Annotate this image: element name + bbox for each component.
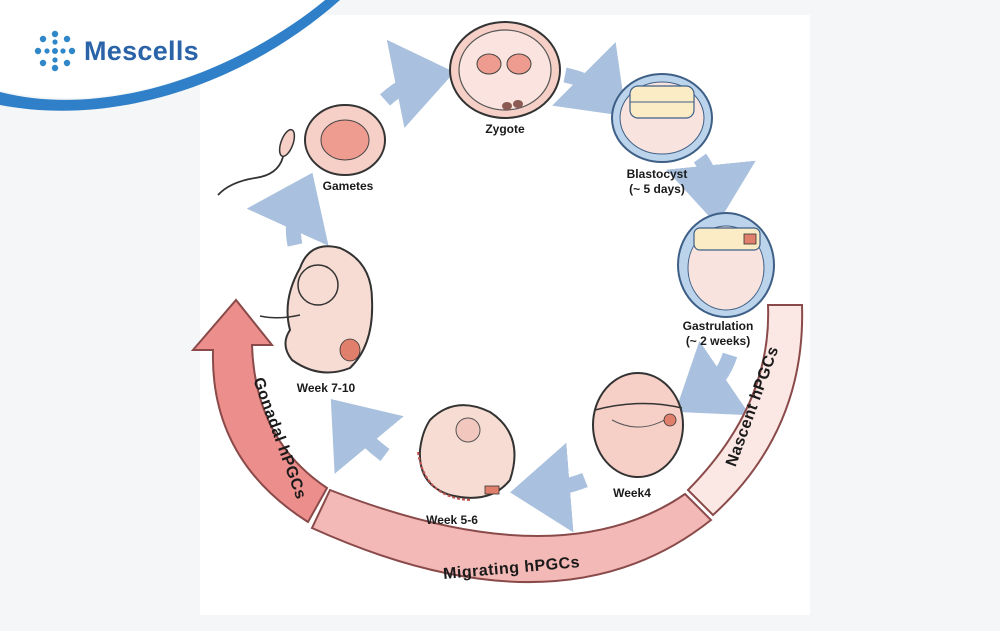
blastocyst-time-label: (~ 5 days)	[629, 182, 685, 196]
brand-logo[interactable]: Mescells	[34, 30, 199, 72]
arrow-gastrulation-to-week4	[675, 340, 751, 416]
week710-label: Week 7-10	[297, 381, 356, 395]
zygote-illustration	[449, 21, 561, 119]
week56-illustration	[417, 404, 516, 501]
week4-illustration	[592, 372, 684, 478]
arrow-week710-to-gametes	[246, 172, 329, 247]
mescells-logo-icon	[34, 30, 76, 72]
logo-swoosh	[0, 0, 340, 111]
arrow-gametes-to-zygote	[379, 39, 455, 129]
gametes-illustration	[217, 104, 386, 196]
brand-name: Mescells	[84, 35, 199, 66]
arrow-week56-to-week710	[330, 398, 404, 474]
cycle-arrows	[246, 39, 756, 533]
arrow-zygote-to-blastocyst	[551, 41, 627, 117]
arrow-week4-to-week56	[510, 442, 588, 533]
gastrulation-name-label: Gastrulation	[683, 319, 754, 333]
gastrulation-time-label: (~ 2 weeks)	[686, 334, 750, 348]
gametes-label: Gametes	[323, 179, 374, 193]
blastocyst-name-label: Blastocyst	[627, 167, 688, 181]
week4-label: Week4	[613, 486, 651, 500]
arrow-blastocyst-to-gastrulation	[666, 153, 756, 225]
zygote-label: Zygote	[485, 122, 525, 136]
gonadal-band	[190, 298, 329, 524]
week56-label: Week 5-6	[426, 513, 478, 527]
nascent-band	[686, 304, 804, 517]
migrating-band	[310, 488, 713, 583]
blastocyst-illustration	[611, 73, 713, 163]
gastrulation-illustration	[677, 212, 775, 318]
week710-illustration	[259, 245, 374, 374]
